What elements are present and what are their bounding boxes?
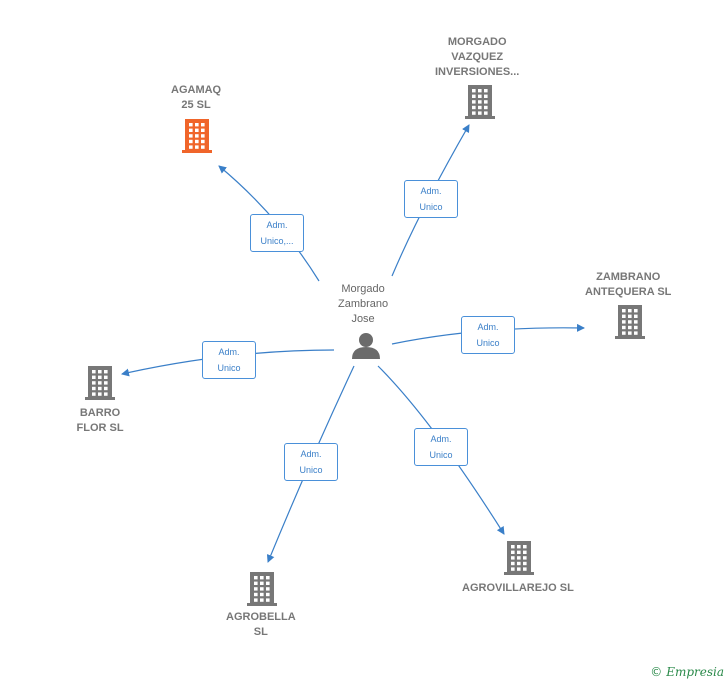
relation-label-line: Unico — [419, 202, 443, 212]
company-label-agamaq-line: 25 SL — [181, 99, 211, 111]
company-label-zambrano-antequera-line: ANTEQUERA SL — [585, 286, 672, 298]
empresia-credit: ©Empresia — [650, 665, 724, 679]
relation-label-zambrano-antequera[interactable]: Adm. Unico — [461, 316, 515, 354]
company-label-barro-flor-line: FLOR SL — [76, 422, 124, 434]
center-person-label-line: Jose — [351, 313, 375, 325]
brand-name: Empresia — [666, 665, 724, 679]
company-label-barro-flor-line: BARRO — [79, 407, 121, 419]
company-label-agamaq-line: AGAMAQ — [171, 84, 222, 96]
center-person-label-line: Morgado — [341, 283, 385, 295]
company-label-agrobella-line: AGROBELLA — [226, 611, 296, 623]
relation-label-line: Unico — [217, 363, 241, 373]
relation-label-line: Adm. — [420, 186, 442, 196]
company-label-morgado-vazquez-line: INVERSIONES... — [435, 66, 520, 78]
relation-label-line: Adm. — [266, 220, 288, 230]
building-icon — [465, 85, 495, 119]
company-label-morgado-vazquez[interactable]: MORGADO VAZQUEZ INVERSIONES... — [435, 35, 519, 80]
building-icon — [504, 541, 534, 575]
relation-label-agrobella[interactable]: Adm. Unico — [284, 443, 338, 481]
relation-label-line: Unico — [429, 450, 453, 460]
copyright-symbol: © — [650, 665, 663, 679]
relation-label-line: Unico,... — [260, 236, 294, 246]
building-icon — [615, 305, 645, 339]
center-person-label-line: Zambrano — [338, 298, 389, 310]
relation-label-line: Adm. — [430, 434, 452, 444]
building-icon — [182, 119, 212, 153]
relation-label-barro-flor[interactable]: Adm. Unico — [202, 341, 256, 379]
relation-label-agamaq[interactable]: Adm. Unico,... — [250, 214, 304, 252]
company-label-agrobella[interactable]: AGROBELLA SL — [226, 610, 296, 640]
company-label-agrobella-line: SL — [253, 626, 268, 638]
building-icon — [247, 572, 277, 606]
company-label-barro-flor[interactable]: BARRO FLOR SL — [77, 406, 124, 436]
company-label-agamaq[interactable]: AGAMAQ 25 SL — [171, 83, 221, 113]
company-label-zambrano-antequera[interactable]: ZAMBRANO ANTEQUERA SL — [585, 270, 671, 300]
building-icon — [85, 366, 115, 400]
relation-label-line: Adm. — [218, 347, 240, 357]
relation-label-line: Adm. — [477, 322, 499, 332]
relation-label-agrovillarejo[interactable]: Adm. Unico — [414, 428, 468, 466]
relation-label-line: Adm. — [300, 449, 322, 459]
company-label-morgado-vazquez-line: MORGADO — [447, 36, 507, 48]
company-label-zambrano-antequera-line: ZAMBRANO — [596, 271, 661, 283]
relation-label-morgado-vazquez[interactable]: Adm. Unico — [404, 180, 458, 218]
relation-label-line: Unico — [476, 338, 500, 348]
company-label-agrovillarejo[interactable]: AGROVILLAREJO SL — [462, 581, 574, 596]
person-icon — [352, 333, 380, 359]
company-label-agrovillarejo-line: AGROVILLAREJO SL — [462, 582, 574, 594]
company-label-morgado-vazquez-line: VAZQUEZ — [451, 51, 504, 63]
relation-label-line: Unico — [299, 465, 323, 475]
